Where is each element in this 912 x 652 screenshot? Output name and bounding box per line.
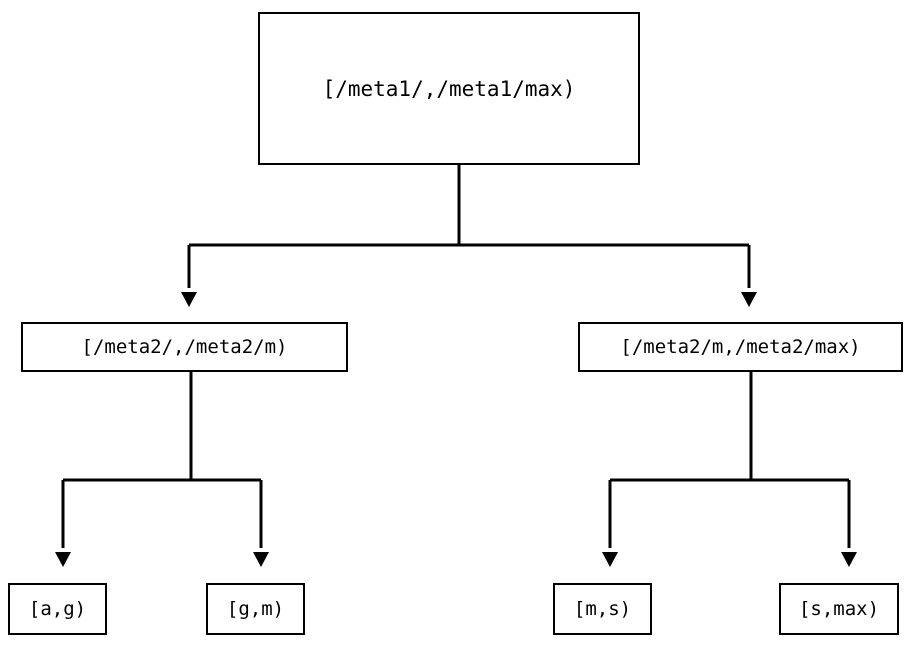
arrowhead-to-mid-left (181, 292, 197, 307)
arrowhead-to-leaf-ms (602, 552, 618, 567)
arrowhead-to-leaf-ag (55, 552, 71, 567)
node-mid-right[interactable]: [/meta2/m,/meta2/max) (578, 322, 903, 372)
node-mid-left[interactable]: [/meta2/,/meta2/m) (21, 322, 348, 372)
node-leaf-s-max[interactable]: [s,max) (779, 583, 899, 635)
arrowhead-to-leaf-smax (841, 552, 857, 567)
arrowhead-to-leaf-gm (253, 552, 269, 567)
node-leaf-a-g[interactable]: [a,g) (8, 583, 107, 635)
node-root[interactable]: [/meta1/,/meta1/max) (258, 12, 640, 165)
arrowhead-to-mid-right (741, 292, 757, 307)
node-leaf-g-m[interactable]: [g,m) (206, 583, 305, 635)
node-leaf-m-s[interactable]: [m,s) (553, 583, 652, 635)
